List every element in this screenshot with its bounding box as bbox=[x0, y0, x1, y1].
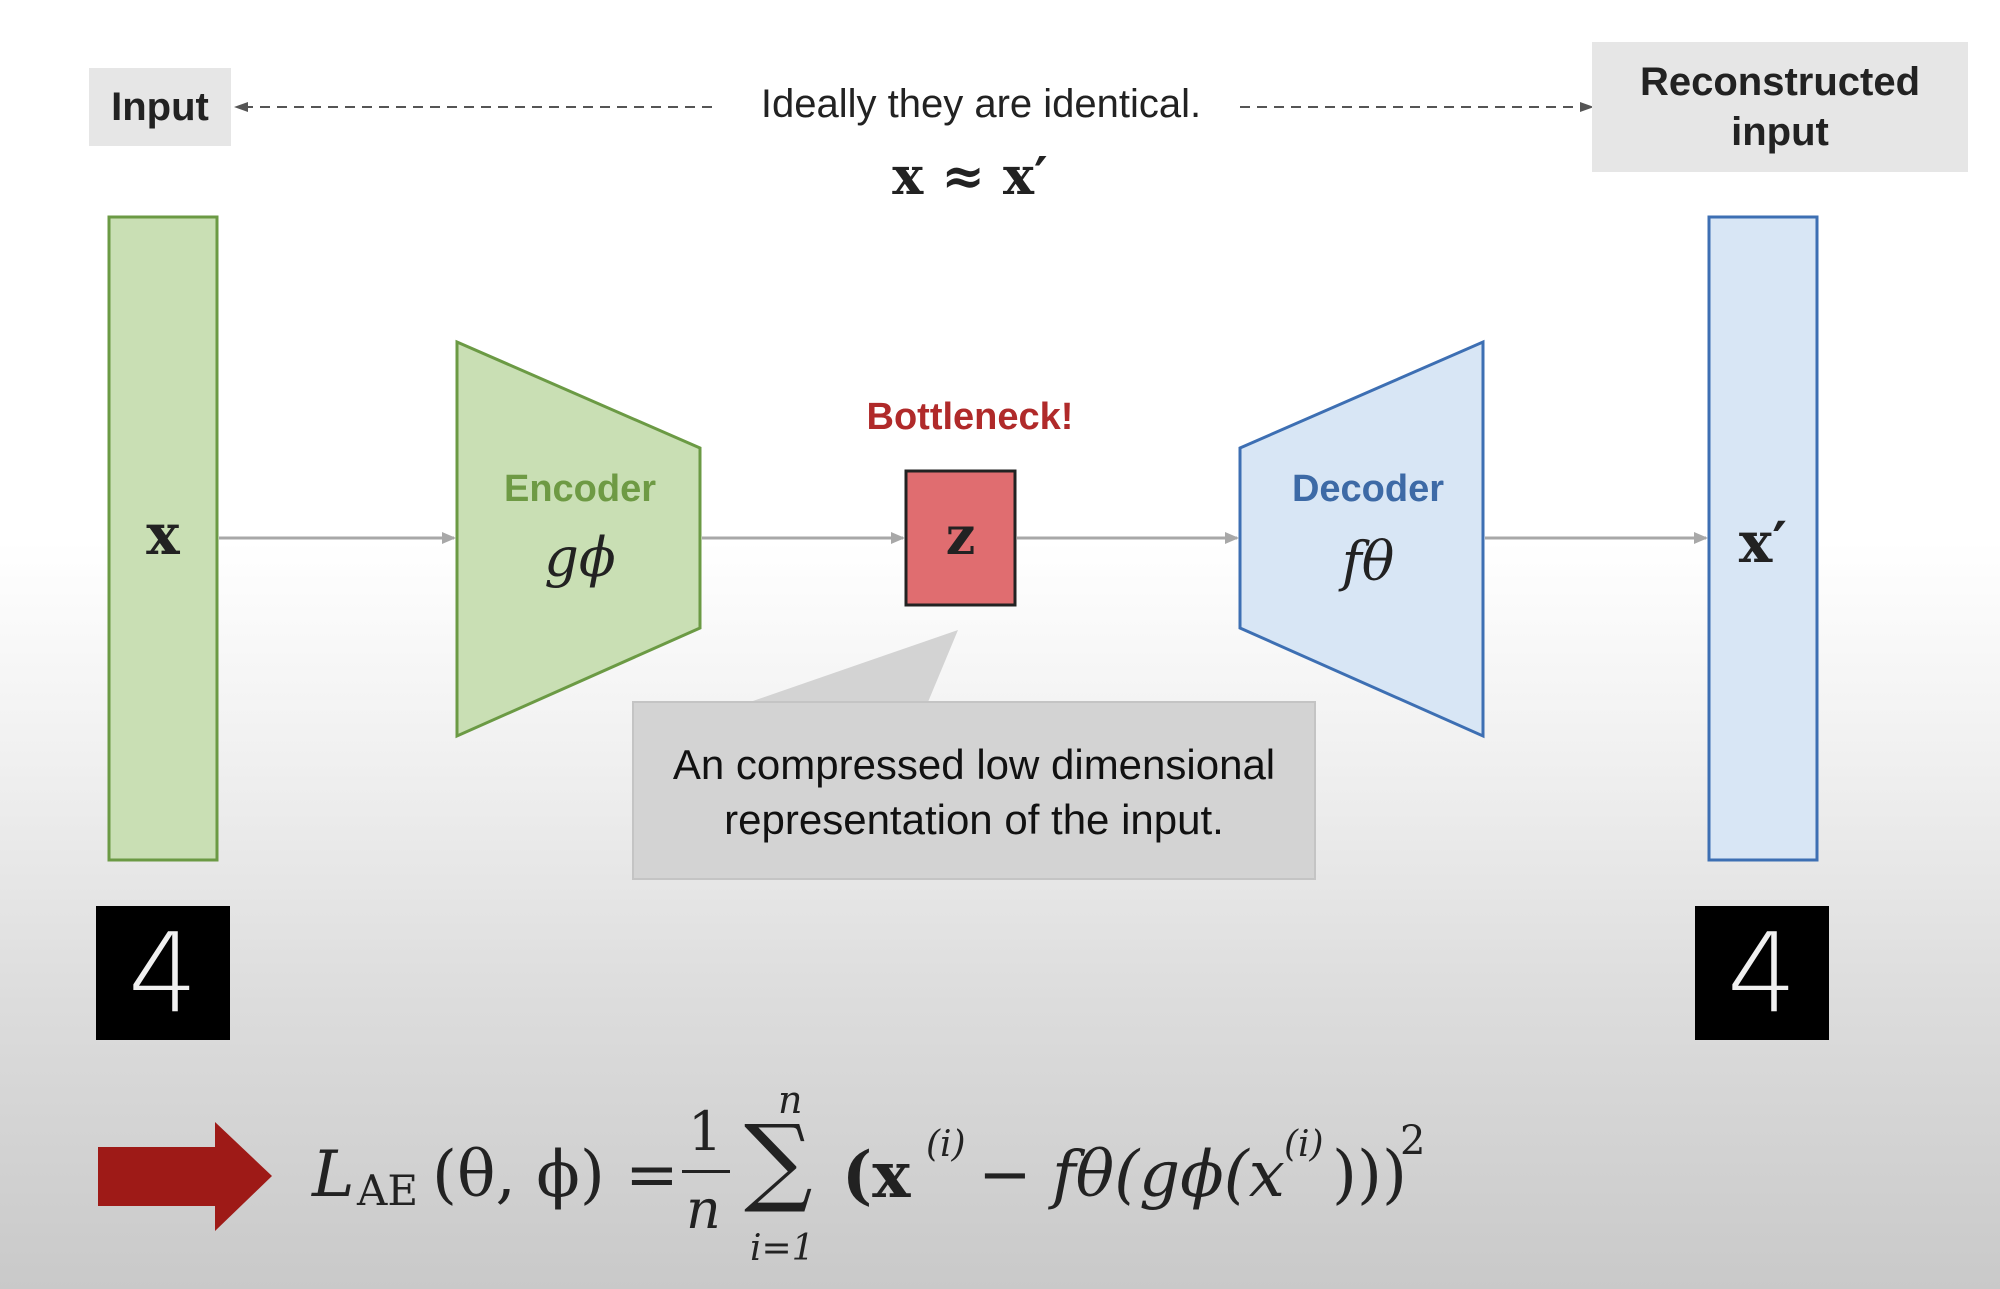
reconstructed-line2: input bbox=[1731, 110, 1829, 154]
output-x-prime: x′ bbox=[1738, 510, 1788, 576]
input-digit-image: 4 bbox=[96, 906, 230, 1040]
identical-note: Ideally they are identical. bbox=[760, 82, 1202, 126]
input-x: x bbox=[146, 502, 180, 568]
formula-sum-symbol: ∑ bbox=[744, 1104, 813, 1216]
formula-args: (θ, ϕ) = bbox=[432, 1138, 679, 1212]
formula-close: ))) bbox=[1332, 1138, 1407, 1212]
latent-z: z bbox=[945, 506, 976, 567]
formula-sup-i2: (i) bbox=[1284, 1124, 1324, 1165]
output-bar bbox=[1707, 215, 1819, 862]
encoder-function: gϕ bbox=[544, 526, 616, 589]
formula-frac-bar bbox=[682, 1170, 730, 1173]
callout-box bbox=[632, 701, 1316, 880]
formula-minus-f: − fθ(gϕ(x bbox=[978, 1138, 1285, 1212]
formula-sup-i: (i) bbox=[926, 1124, 966, 1165]
formula-sum-lower: i=1 bbox=[750, 1228, 815, 1269]
approx-equation: x ≈ x′ bbox=[892, 146, 1048, 207]
callout-line1: An compressed low dimensional bbox=[672, 741, 1276, 788]
reconstructed-line1: Reconstructed bbox=[1639, 60, 1921, 104]
formula-body-open: (x bbox=[842, 1138, 911, 1213]
formula-frac-num: 1 bbox=[688, 1100, 723, 1163]
output-digit-image: 4 bbox=[1695, 906, 1829, 1040]
decoder-trapezoid bbox=[1238, 339, 1485, 739]
red-arrow bbox=[98, 1122, 272, 1231]
callout-pointer bbox=[750, 630, 958, 702]
reconstructed-input-label: Reconstructed input bbox=[1592, 42, 1968, 172]
bottleneck-box bbox=[904, 469, 1017, 607]
formula-L-subscript: AE bbox=[357, 1166, 418, 1215]
bottleneck-label: Bottleneck! bbox=[866, 396, 1074, 438]
encoder-trapezoid bbox=[455, 339, 702, 739]
callout-line2: representation of the input. bbox=[724, 795, 1224, 843]
formula-frac-den: n bbox=[686, 1178, 721, 1241]
input-bar bbox=[107, 215, 219, 862]
formula-power: 2 bbox=[1400, 1118, 1426, 1164]
formula-sum-upper: n bbox=[778, 1078, 803, 1122]
callout-text: An compressed low dimensional representa… bbox=[633, 738, 1315, 847]
encoder-label: Encoder bbox=[503, 468, 657, 510]
formula-L: L bbox=[312, 1138, 355, 1212]
decoder-function: fθ bbox=[1341, 530, 1395, 593]
input-label: Input bbox=[89, 68, 231, 146]
decoder-label: Decoder bbox=[1291, 468, 1445, 510]
